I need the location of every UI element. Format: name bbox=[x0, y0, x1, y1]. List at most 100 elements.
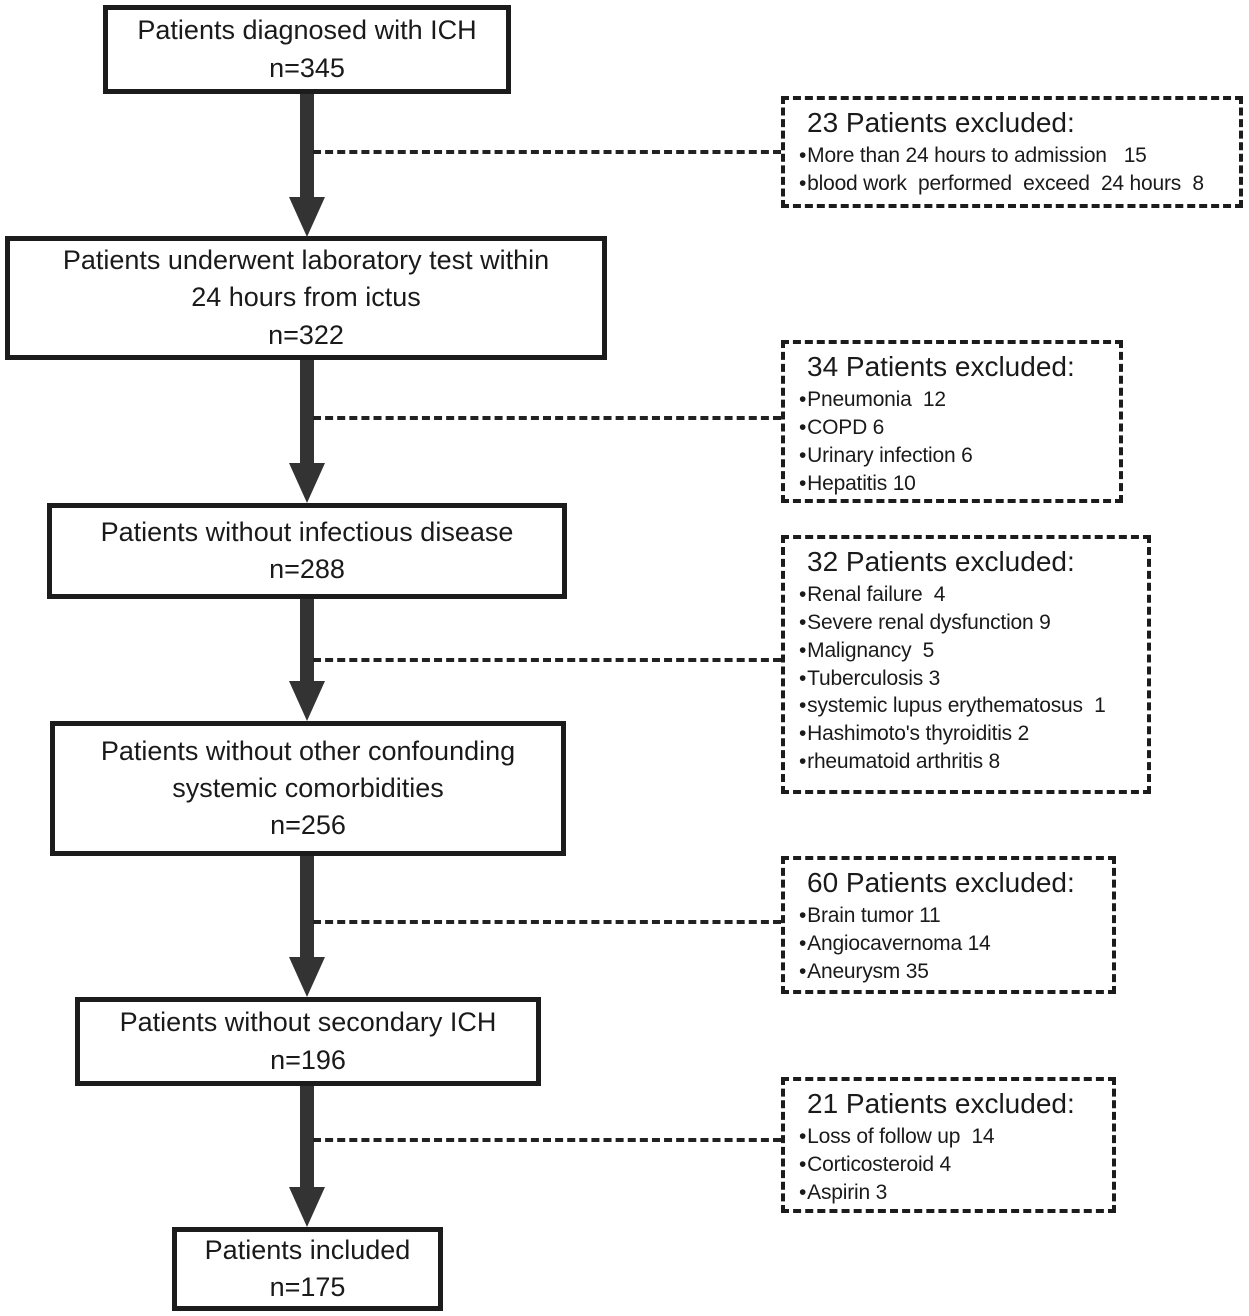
n-count: n=345 bbox=[269, 52, 345, 83]
exclusion-item-label: rheumatoid arthritis 8 bbox=[807, 750, 1001, 774]
exclusion-item: •Pneumonia 12 bbox=[799, 386, 1111, 414]
exclusion-item-label: Aneurysm 35 bbox=[807, 959, 929, 983]
bullet-icon: • bbox=[799, 415, 807, 439]
arrow-head-icon bbox=[289, 197, 325, 237]
exclusion-item-label: Hepatitis 10 bbox=[807, 471, 916, 495]
flow-box-label: systemic comorbidities bbox=[172, 772, 444, 803]
bullet-icon: • bbox=[799, 903, 807, 927]
arrow-head-icon bbox=[289, 681, 325, 721]
exclusion-item-label: More than 24 hours to admission 15 bbox=[807, 143, 1147, 167]
bullet-icon: • bbox=[799, 610, 807, 634]
arrow-head-icon bbox=[289, 463, 325, 503]
exclusion-item: •Renal failure 4 bbox=[799, 581, 1139, 609]
n-count: n=196 bbox=[270, 1044, 346, 1075]
exclusion-item-label: Renal failure 4 bbox=[807, 582, 946, 606]
bullet-icon: • bbox=[799, 666, 807, 690]
exclusion-list: •Loss of follow up 14 •Corticosteroid 4 … bbox=[799, 1123, 1104, 1207]
n-count: n=322 bbox=[268, 319, 344, 350]
dashed-connector bbox=[313, 658, 781, 662]
exclusion-item-label: Loss of follow up 14 bbox=[807, 1124, 995, 1148]
arrow-shaft bbox=[300, 360, 314, 463]
arrow-shaft bbox=[300, 856, 314, 957]
n-count: n=288 bbox=[269, 554, 345, 584]
flow-box-label: Patients underwent laboratory test withi… bbox=[62, 245, 550, 276]
down-arrow bbox=[289, 856, 325, 997]
bullet-icon: • bbox=[799, 931, 807, 955]
exclusion-box-admission-time: 23 Patients excluded: •More than 24 hour… bbox=[781, 96, 1243, 208]
arrow-head-icon bbox=[289, 957, 325, 997]
exclusion-item: •Brain tumor 11 bbox=[799, 902, 1104, 930]
flow-box-included: Patients included n=175 bbox=[172, 1227, 443, 1311]
exclusion-list: •Brain tumor 11 •Angiocavernoma 14 •Aneu… bbox=[799, 902, 1104, 986]
flow-box-label: Patients without secondary ICH bbox=[119, 1007, 497, 1038]
bullet-icon: • bbox=[799, 959, 807, 983]
bullet-icon: • bbox=[799, 1152, 807, 1176]
flow-box-no-comorbidities: Patients without other confounding syste… bbox=[50, 721, 566, 856]
exclusion-box-followup: 21 Patients excluded: •Loss of follow up… bbox=[781, 1077, 1116, 1213]
arrow-head-icon bbox=[289, 1187, 325, 1227]
flow-box-label: Patients included bbox=[204, 1234, 411, 1265]
bullet-icon: • bbox=[799, 1124, 807, 1148]
exclusion-item-label: Aspirin 3 bbox=[807, 1180, 888, 1204]
exclusion-item: •systemic lupus erythematosus 1 bbox=[799, 692, 1139, 720]
exclusion-header: 23 Patients excluded: bbox=[807, 107, 1075, 138]
exclusion-item: •Urinary infection 6 bbox=[799, 442, 1111, 470]
exclusion-item: •Corticosteroid 4 bbox=[799, 1151, 1104, 1179]
arrow-shaft bbox=[300, 94, 314, 197]
exclusion-item: •Severe renal dysfunction 9 bbox=[799, 609, 1139, 637]
bullet-icon: • bbox=[799, 638, 807, 662]
exclusion-item-label: Urinary infection 6 bbox=[807, 443, 973, 467]
flow-box-lab-test: Patients underwent laboratory test withi… bbox=[5, 236, 607, 360]
flow-box-label: 24 hours from ictus bbox=[191, 282, 421, 313]
flow-box-label: Patients diagnosed with ICH bbox=[137, 15, 477, 46]
exclusion-item-label: Angiocavernoma 14 bbox=[807, 931, 991, 955]
down-arrow bbox=[289, 1086, 325, 1227]
bullet-icon: • bbox=[799, 171, 807, 195]
flow-box-no-secondary-ich: Patients without secondary ICH n=196 bbox=[75, 997, 541, 1086]
exclusion-item: •Aspirin 3 bbox=[799, 1179, 1104, 1207]
exclusion-box-infection: 34 Patients excluded: •Pneumonia 12 •COP… bbox=[781, 340, 1123, 503]
exclusion-header: 34 Patients excluded: bbox=[807, 351, 1075, 382]
bullet-icon: • bbox=[799, 1180, 807, 1204]
flow-box-no-infection: Patients without infectious disease n=28… bbox=[47, 503, 567, 599]
flow-box-label: Patients without other confounding bbox=[100, 735, 516, 766]
down-arrow bbox=[289, 94, 325, 237]
exclusion-item-label: Severe renal dysfunction 9 bbox=[807, 610, 1051, 634]
exclusion-item-label: COPD 6 bbox=[807, 415, 885, 439]
exclusion-box-comorbidity: 32 Patients excluded: •Renal failure 4 •… bbox=[781, 535, 1151, 794]
exclusion-header: 60 Patients excluded: bbox=[807, 867, 1075, 898]
n-count: n=256 bbox=[270, 810, 346, 841]
arrow-shaft bbox=[300, 599, 314, 681]
flow-box-label: Patients without infectious disease bbox=[100, 516, 514, 547]
bullet-icon: • bbox=[799, 143, 807, 167]
down-arrow bbox=[289, 599, 325, 721]
exclusion-item: •rheumatoid arthritis 8 bbox=[799, 748, 1139, 776]
exclusion-item-label: blood work performed exceed 24 hours 8 bbox=[807, 171, 1204, 195]
exclusion-item: •COPD 6 bbox=[799, 414, 1111, 442]
dashed-connector bbox=[313, 150, 781, 154]
exclusion-item: •Aneurysm 35 bbox=[799, 958, 1104, 986]
exclusion-list: •More than 24 hours to admission 15 •blo… bbox=[799, 142, 1231, 198]
dashed-connector bbox=[313, 416, 781, 420]
exclusion-item: •Hepatitis 10 bbox=[799, 470, 1111, 498]
bullet-icon: • bbox=[799, 694, 807, 718]
n-count: n=175 bbox=[269, 1272, 346, 1302]
exclusion-item: •More than 24 hours to admission 15 bbox=[799, 142, 1231, 170]
exclusion-item-label: Malignancy 5 bbox=[807, 638, 935, 662]
exclusion-item-label: Pneumonia 12 bbox=[807, 387, 946, 411]
exclusion-box-secondary-ich: 60 Patients excluded: •Brain tumor 11 •A… bbox=[781, 856, 1116, 994]
exclusion-list: •Pneumonia 12 •COPD 6 •Urinary infection… bbox=[799, 386, 1111, 498]
flow-box-diagnosed: Patients diagnosed with ICH n=345 bbox=[103, 5, 511, 94]
dashed-connector bbox=[313, 920, 781, 924]
exclusion-item: •Hashimoto's thyroiditis 2 bbox=[799, 720, 1139, 748]
exclusion-item-label: Hashimoto's thyroiditis 2 bbox=[807, 722, 1030, 746]
exclusion-header: 32 Patients excluded: bbox=[807, 546, 1075, 577]
down-arrow bbox=[289, 360, 325, 503]
arrow-shaft bbox=[300, 1086, 314, 1187]
bullet-icon: • bbox=[799, 722, 807, 746]
exclusion-item: •blood work performed exceed 24 hours 8 bbox=[799, 170, 1231, 198]
exclusion-item: •Angiocavernoma 14 bbox=[799, 930, 1104, 958]
bullet-icon: • bbox=[799, 443, 807, 467]
exclusion-item-label: Brain tumor 11 bbox=[807, 903, 941, 927]
